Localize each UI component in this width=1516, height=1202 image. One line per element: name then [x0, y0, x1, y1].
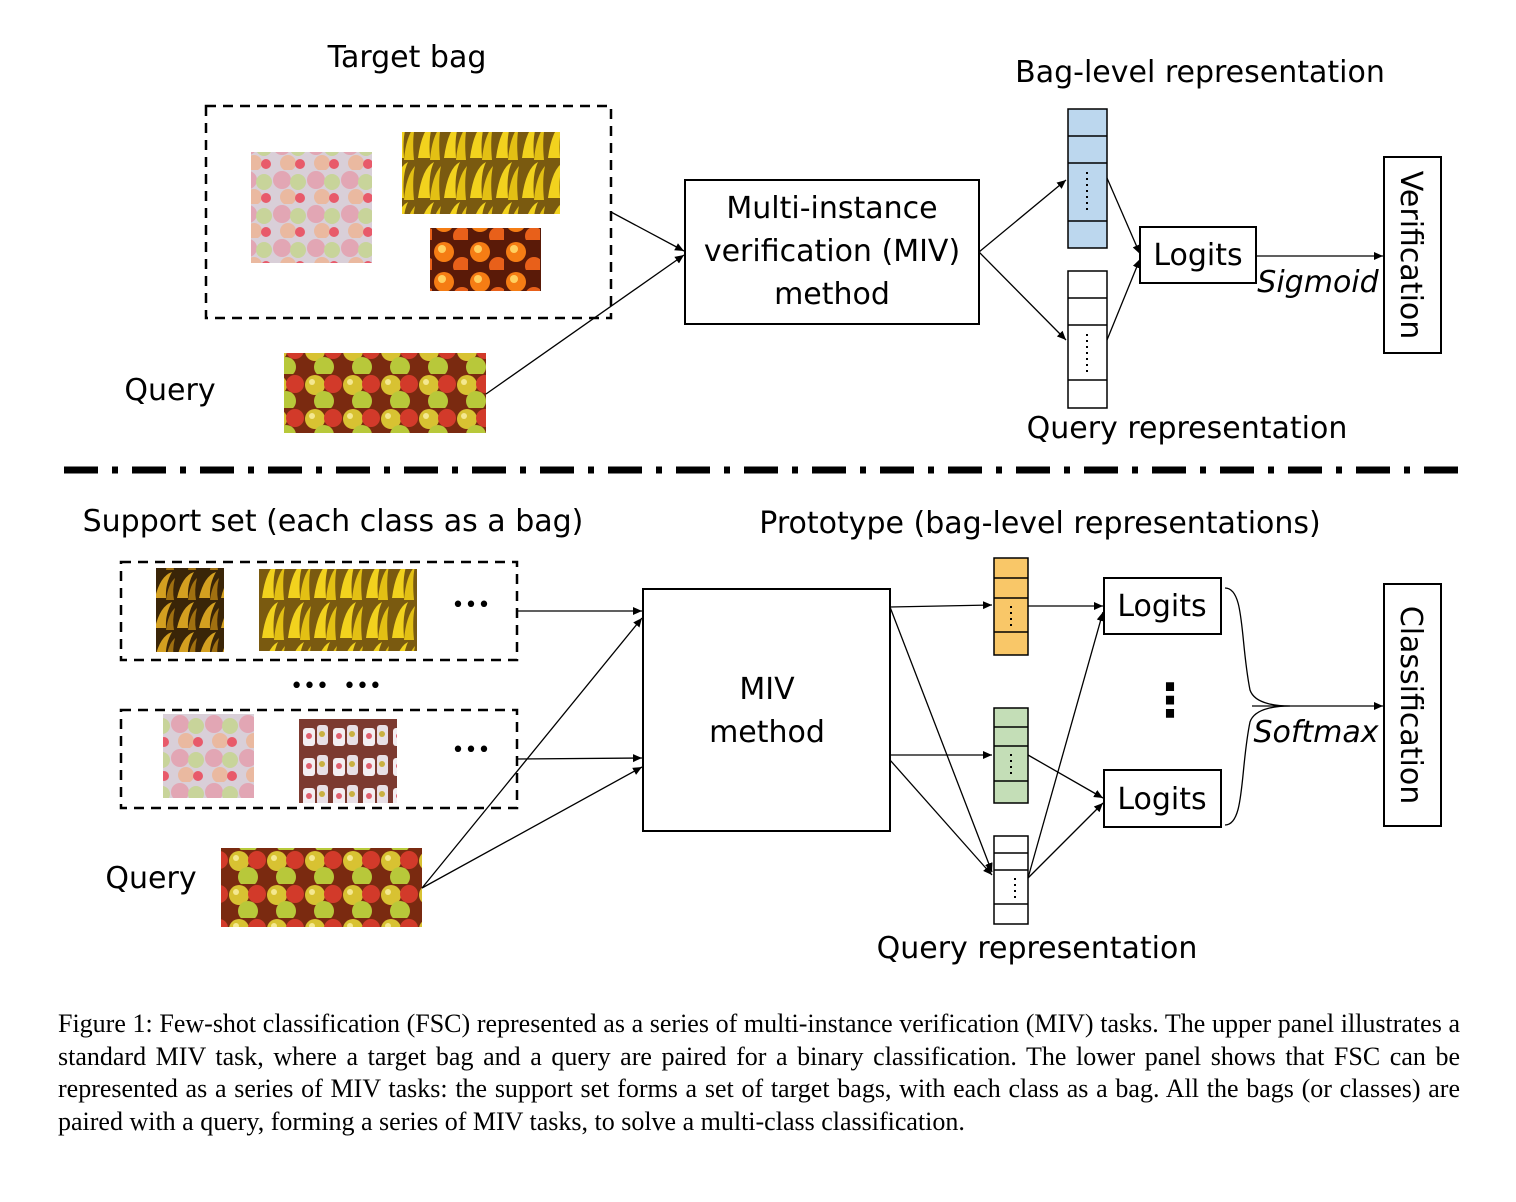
softmax-label: Softmax	[1253, 715, 1378, 750]
upper-query-representation-label: Query representation	[1027, 411, 1348, 446]
bag-2-to-method-arrow	[516, 754, 643, 763]
lower-logits-1-label: Logits	[1117, 589, 1206, 624]
apples-crate-photo	[284, 353, 486, 433]
upper-query-arrow	[485, 254, 685, 395]
query-vector-to-logits-arrow	[1106, 258, 1141, 341]
lower-query-vector	[993, 835, 1029, 925]
bananas-photo	[402, 132, 560, 214]
orange-prototype-vector	[993, 557, 1029, 656]
upper-bag-arrow	[610, 211, 685, 252]
apples-in-bags-photo	[299, 719, 397, 803]
upper-logits-box[interactable]	[1139, 226, 1257, 284]
oranges-photo	[430, 228, 541, 291]
query-to-method-arrow-1	[421, 617, 643, 889]
method-to-orange-prototype-arrow	[889, 601, 993, 610]
target-bag-label: Target bag	[327, 40, 487, 75]
verification-box[interactable]	[1383, 156, 1442, 354]
lower-miv-method-line-2: method	[709, 715, 825, 750]
prototype-label: Prototype (bag-level representations)	[759, 506, 1321, 541]
query-to-method-arrow-2	[421, 766, 643, 889]
green-prototype-to-logits-arrow	[1027, 754, 1104, 799]
query-vector-to-logits-1-arrow	[1027, 611, 1105, 879]
support-bag-1-ellipsis: •••	[452, 593, 491, 618]
verification-label: Verification	[1393, 171, 1428, 340]
lower-query-label: Query	[105, 861, 196, 896]
figure-caption: Figure 1: Few-shot classification (FSC) …	[58, 1009, 1460, 1136]
method-to-query-vector-arrow-2	[889, 759, 993, 876]
classification-box[interactable]	[1383, 583, 1442, 827]
method-to-query-vector-arrow	[978, 251, 1067, 341]
support-set-label: Support set (each class as a bag)	[83, 504, 584, 539]
support-bag-2-ellipsis: •••	[452, 738, 491, 763]
method-to-query-vector-arrow-1	[889, 606, 993, 873]
miv-method-line-1: Multi-instance	[726, 191, 937, 226]
bananas-photo-support	[259, 569, 417, 651]
green-prototype-vector	[993, 707, 1029, 804]
query-vector-to-logits-2-arrow	[1027, 802, 1104, 879]
bag-level-vector	[1067, 108, 1108, 249]
upper-query-vector	[1067, 270, 1108, 409]
lower-miv-method-line-1: MIV	[739, 672, 795, 707]
bag-vector-to-logits-arrow	[1106, 177, 1141, 255]
bag-level-representation-label: Bag-level representation	[1015, 55, 1385, 90]
logits-vertical-dots: ⋮	[1147, 673, 1193, 727]
method-to-bag-vector-arrow	[978, 179, 1067, 253]
miv-method-line-3: method	[774, 277, 890, 312]
sigmoid-label: Sigmoid	[1257, 265, 1379, 300]
dark-bananas-photo	[156, 568, 224, 652]
lower-logits-1-box[interactable]	[1103, 577, 1222, 635]
apples-crate-photo-query	[221, 848, 422, 927]
between-bags-ellipsis: ••• •••	[290, 674, 382, 699]
classification-label: Classification	[1393, 606, 1428, 805]
lower-logits-2-box[interactable]	[1103, 769, 1222, 828]
upper-query-label: Query	[124, 373, 215, 408]
lower-logits-2-label: Logits	[1117, 782, 1206, 817]
lower-miv-method-box[interactable]	[642, 588, 891, 832]
lower-query-representation-label: Query representation	[877, 931, 1198, 966]
miv-method-line-2: verification (MIV)	[704, 234, 960, 269]
mixed-fruit-bag-photo	[251, 152, 372, 263]
mixed-fruit-bag-photo-support	[163, 714, 254, 798]
upper-logits-label: Logits	[1153, 238, 1242, 273]
